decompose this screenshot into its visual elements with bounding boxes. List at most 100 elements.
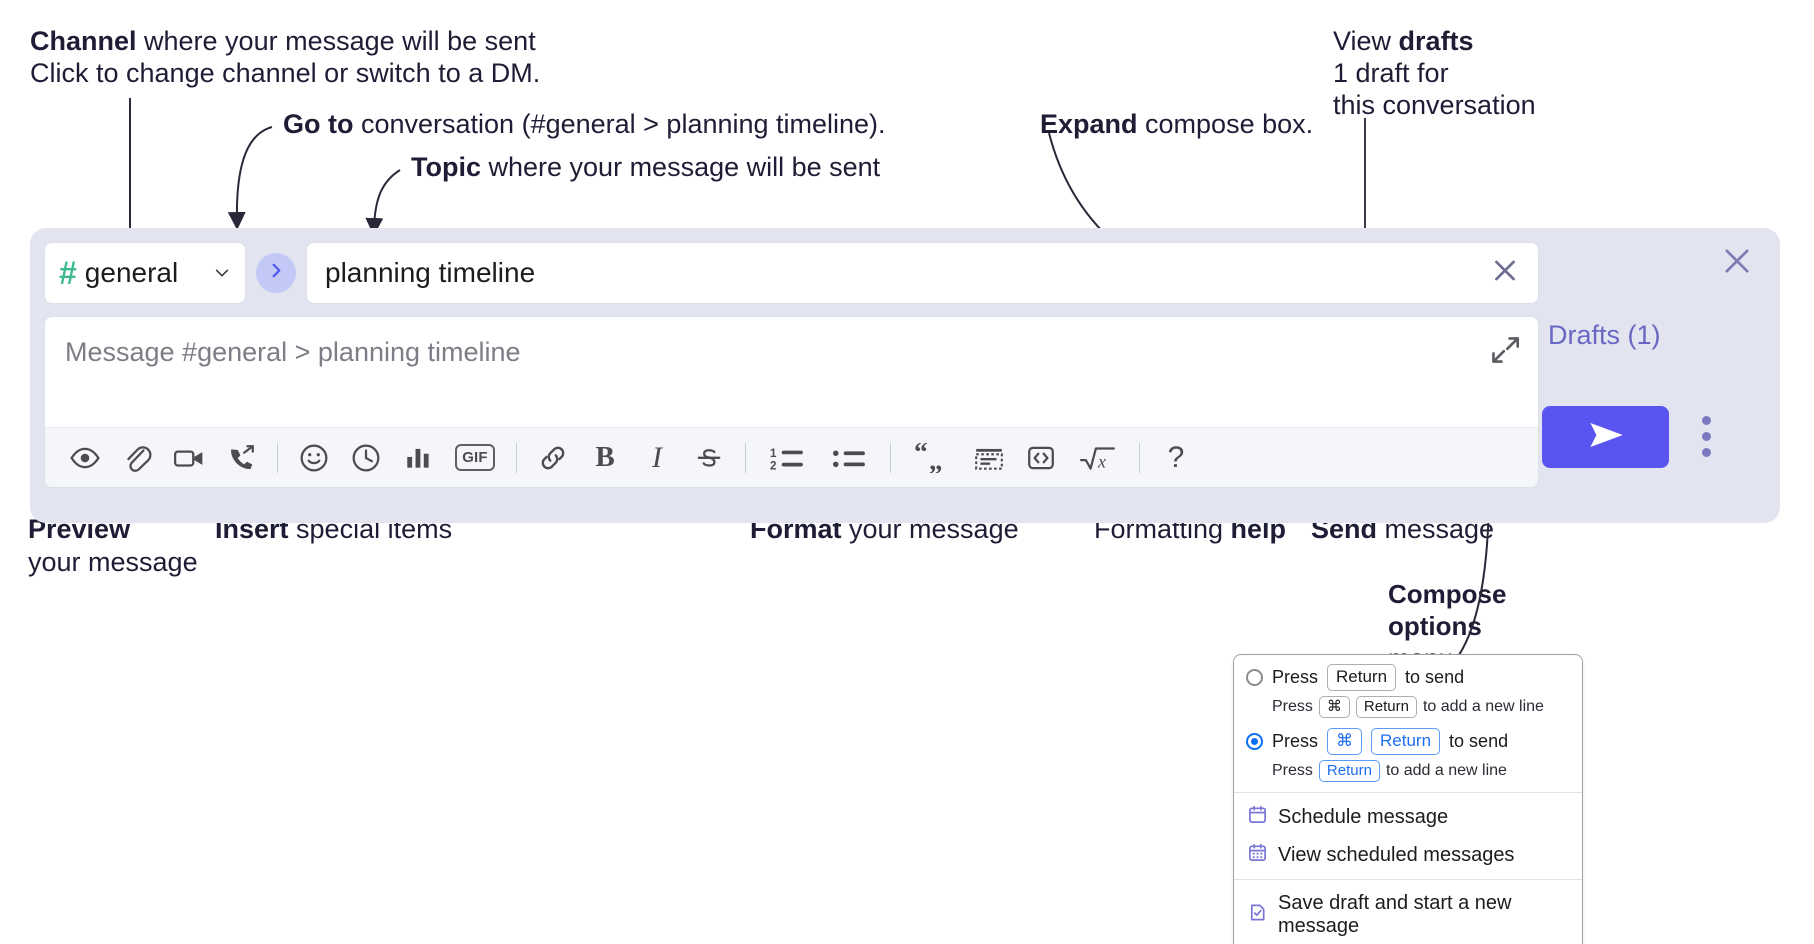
divider-5 — [1139, 442, 1140, 473]
annotation-topic-rest: where your message will be sent — [481, 152, 881, 182]
sub-press-label: Press — [1272, 762, 1313, 780]
kebab-dot-1 — [1702, 416, 1711, 425]
key-cmd: ⌘ — [1327, 728, 1363, 756]
sub-tail-label: to add a new line — [1385, 762, 1507, 780]
key-return: Return — [1371, 728, 1441, 756]
menu-item-save-draft[interactable]: Save draft and start a new message — [1234, 885, 1582, 944]
key-return: Return — [1327, 664, 1397, 691]
reminder-button[interactable] — [344, 436, 388, 480]
menu-draft-group: Save draft and start a new message — [1234, 880, 1582, 944]
menu-radio-option[interactable]: Press Return to send Press ⌘ Return to a… — [1246, 664, 1570, 719]
strikethrough-button[interactable] — [687, 436, 731, 480]
sub-tail-label: to add a new line — [1422, 698, 1544, 716]
topic-input[interactable]: planning timeline — [306, 242, 1539, 304]
close-icon[interactable] — [1720, 244, 1754, 283]
goto-conversation-button[interactable] — [256, 253, 296, 293]
radio-row[interactable]: Press ⌘ Return to send — [1246, 728, 1570, 756]
math-button[interactable]: x — [1071, 436, 1125, 480]
menu-item-label: Schedule message — [1278, 805, 1449, 828]
call-button[interactable] — [219, 436, 263, 480]
calendar-grid-icon — [1248, 843, 1267, 867]
annotation-drafts: View drafts — [1333, 24, 1474, 59]
code-button[interactable] — [1019, 436, 1063, 480]
drafts-link[interactable]: Drafts (1) — [1548, 320, 1661, 350]
bold-label: B — [595, 441, 615, 473]
question-mark-icon: ? — [1167, 440, 1185, 474]
menu-item-view-scheduled-messages[interactable]: View scheduled messages — [1234, 836, 1582, 874]
svg-text:x: x — [1097, 451, 1106, 471]
bulleted-list-button[interactable] — [822, 436, 876, 480]
poll-button[interactable] — [396, 436, 440, 480]
compose-context-row: # general planning timeline — [44, 242, 1539, 304]
topic-value: planning timeline — [325, 257, 536, 288]
channel-selector[interactable]: # general — [44, 242, 246, 304]
ordered-list-button[interactable]: 1 2 — [760, 436, 814, 480]
preview-button[interactable] — [63, 436, 107, 480]
formatting-toolbar: GIF B I — [45, 427, 1538, 487]
divider-4 — [890, 442, 891, 473]
compose-widget: # general planning timeline — [30, 228, 1780, 523]
annotation-compose-options-bold2: options — [1388, 611, 1482, 641]
chevron-down-icon — [213, 264, 231, 282]
code-block-button[interactable] — [967, 436, 1011, 480]
annotation-channel-bold: Channel — [30, 26, 137, 56]
attach-button[interactable] — [115, 436, 159, 480]
annotation-channel-rest: where your message will be sent — [136, 26, 536, 56]
svg-text:„: „ — [929, 444, 943, 472]
chevron-right-icon — [267, 261, 286, 285]
kebab-dot-3 — [1702, 448, 1711, 457]
radio-tail-label: to send — [1449, 731, 1509, 752]
menu-schedule-group: Schedule message View scheduled messages — [1234, 793, 1582, 879]
close-icon[interactable] — [1490, 256, 1520, 291]
annotation-drafts-lead: View — [1333, 26, 1399, 56]
radio-tail-label: to send — [1405, 666, 1465, 687]
compose-options-button[interactable] — [1702, 416, 1711, 457]
compose-main-column: # general planning timeline — [44, 242, 1539, 488]
menu-divider — [1234, 792, 1582, 794]
radio-row[interactable]: Press Return to send — [1246, 664, 1570, 691]
link-button[interactable] — [531, 436, 575, 480]
document-check-icon — [1248, 903, 1267, 927]
menu-radio-option[interactable]: Press ⌘ Return to send Press Return to a… — [1246, 728, 1570, 783]
video-button[interactable] — [167, 436, 211, 480]
gif-label: GIF — [455, 444, 495, 471]
hash-icon: # — [59, 255, 77, 291]
send-button[interactable] — [1542, 406, 1669, 468]
key-return: Return — [1318, 760, 1380, 783]
svg-text:2: 2 — [770, 459, 776, 472]
annotation-channel-sub: Click to change channel or switch to a D… — [30, 58, 541, 88]
key-cmd: ⌘ — [1318, 695, 1350, 719]
kebab-dot-2 — [1702, 432, 1711, 441]
radio-button-return[interactable] — [1246, 668, 1263, 686]
menu-divider — [1234, 879, 1582, 881]
calendar-icon — [1248, 805, 1267, 829]
emoji-button[interactable] — [292, 436, 336, 480]
radio-button-cmd-return[interactable] — [1246, 733, 1263, 751]
annotation-compose-options-bold1: Compose — [1388, 579, 1507, 609]
formatting-help-button[interactable]: ? — [1154, 436, 1198, 480]
message-input-card[interactable]: Message #general > planning timeline — [44, 316, 1539, 488]
svg-text:“: “ — [914, 443, 928, 467]
annotation-compose-options: Compose — [1388, 578, 1506, 611]
annotation-compose-options-l2: options — [1388, 610, 1482, 643]
svg-text:1: 1 — [770, 446, 777, 459]
annotation-expand-bold: Expand — [1040, 109, 1138, 139]
annotation-expand: Expand compose box. — [1040, 107, 1313, 142]
annotation-expand-rest: compose box. — [1137, 109, 1314, 139]
italic-button[interactable]: I — [635, 436, 679, 480]
radio-press-label: Press — [1272, 666, 1319, 687]
annotation-goto: Go to conversation (#general > planning … — [283, 107, 886, 142]
annotation-preview-line2: your message — [28, 547, 198, 577]
annotation-channel: Channel where your message will be sent — [30, 24, 536, 59]
blockquote-button[interactable]: “ „ — [905, 436, 959, 480]
annotation-topic-bold: Topic — [411, 152, 481, 182]
key-return: Return — [1355, 695, 1417, 719]
annotation-topic: Topic where your message will be sent — [411, 150, 880, 185]
menu-item-schedule-message[interactable]: Schedule message — [1234, 798, 1582, 836]
annotation-goto-rest: conversation (#general > planning timeli… — [353, 109, 886, 139]
divider-3 — [745, 442, 746, 473]
gif-button[interactable]: GIF — [448, 436, 502, 480]
bold-button[interactable]: B — [583, 436, 627, 480]
expand-icon[interactable] — [1490, 335, 1520, 370]
annotation-drafts-sub1: 1 draft for — [1333, 58, 1449, 88]
